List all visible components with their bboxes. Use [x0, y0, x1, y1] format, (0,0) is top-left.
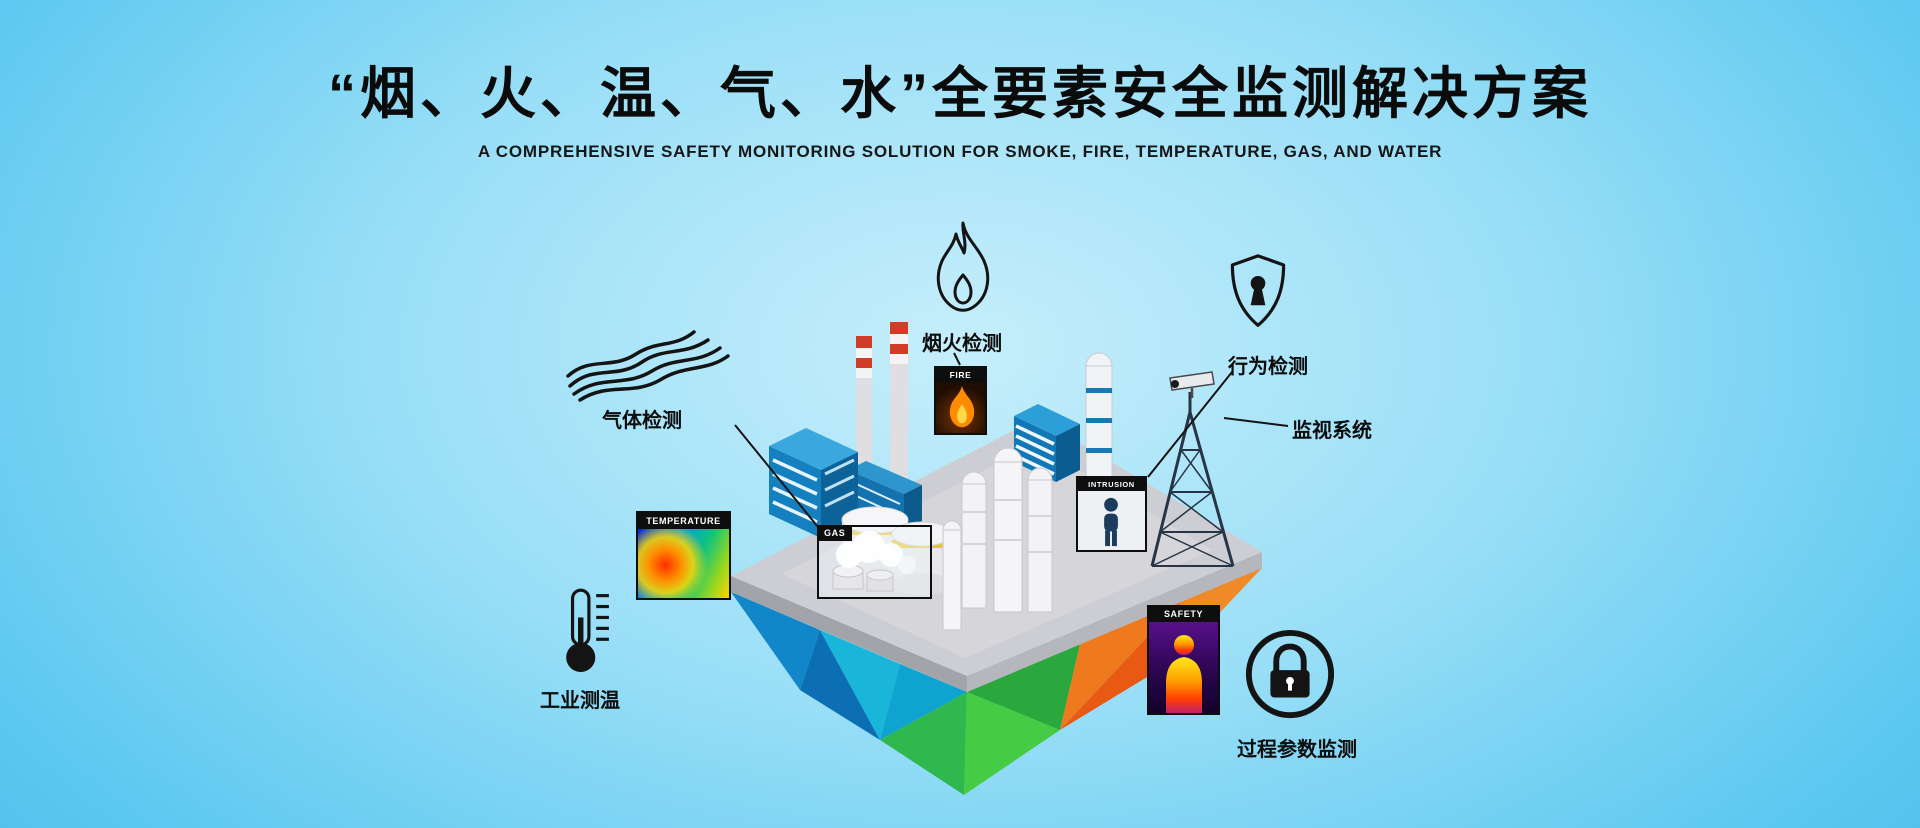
behavior-detection-callout: 行为检测: [1226, 252, 1308, 378]
behavior-detection-label: 行为检测: [1228, 356, 1308, 378]
gas-smoke-graphic: [832, 531, 916, 592]
gas-detection-label: 气体检测: [602, 410, 682, 432]
smoke-fire-detection-label: 烟火检测: [922, 333, 1002, 355]
front-column: [942, 520, 962, 631]
fire-panel: FIRE: [934, 366, 987, 435]
leader-line-surveillance: [1223, 417, 1289, 427]
intrusion-panel-image: [1078, 491, 1145, 550]
leader-lines: [734, 352, 1289, 528]
fire-panel-image: [936, 382, 985, 433]
distillation-columns: [961, 447, 1053, 613]
process-parameter-monitoring-callout: 过程参数监测: [1237, 627, 1357, 761]
striped-warehouse: [1014, 404, 1080, 482]
leader-line-gas: [734, 424, 819, 528]
thermometer-icon: [566, 588, 609, 672]
safety-panel-label: SAFETY: [1149, 607, 1218, 622]
banner-header: “烟、火、温、气、水”全要素安全监测解决方案 A COMPREHENSIVE S…: [0, 62, 1920, 162]
gas-detection-callout: 气体检测: [566, 320, 736, 432]
fire-flame-graphic: [949, 385, 975, 428]
padlock-circle-icon: [1245, 629, 1335, 719]
surveillance-system-callout: 监视系统: [1292, 414, 1372, 443]
surveillance-tower: [1150, 371, 1235, 567]
page-title: “烟、火、温、气、水”全要素安全监测解决方案: [328, 62, 1592, 125]
industrial-temperature-label: 工业测温: [540, 690, 620, 712]
intrusion-panel: INTRUSION: [1076, 476, 1147, 552]
safety-panel: SAFETY: [1147, 605, 1220, 715]
temperature-thermal-image: [638, 529, 729, 598]
gas-panel: GAS: [817, 525, 932, 599]
page-subtitle: A COMPREHENSIVE SAFETY MONITORING SOLUTI…: [477, 142, 1443, 162]
leader-line-fire: [953, 352, 961, 366]
industrial-temperature-callout: 工业测温: [540, 586, 620, 712]
temperature-panel-label: TEMPERATURE: [638, 513, 729, 529]
leader-line-intrusion: [1147, 371, 1233, 478]
temperature-panel: TEMPERATURE: [636, 511, 731, 600]
chimney-stacks: [856, 322, 908, 478]
flame-outline-icon: [936, 221, 990, 312]
person-icon: [1104, 497, 1118, 547]
surveillance-system-label: 监视系统: [1292, 420, 1372, 442]
safety-thermal-image: [1149, 622, 1218, 713]
intrusion-panel-label: INTRUSION: [1078, 478, 1145, 491]
cctv-camera-icon: [1169, 371, 1215, 398]
thermal-person-graphic: [1166, 635, 1202, 713]
gas-panel-label: GAS: [817, 525, 853, 541]
smoke-fire-detection-callout: 烟火检测: [922, 219, 1004, 355]
fire-panel-label: FIRE: [936, 368, 985, 382]
process-parameter-monitoring-label: 过程参数监测: [1237, 739, 1357, 761]
shield-keyhole-icon: [1230, 254, 1286, 327]
process-column: [1085, 352, 1113, 493]
gas-waves-icon: [566, 330, 730, 402]
